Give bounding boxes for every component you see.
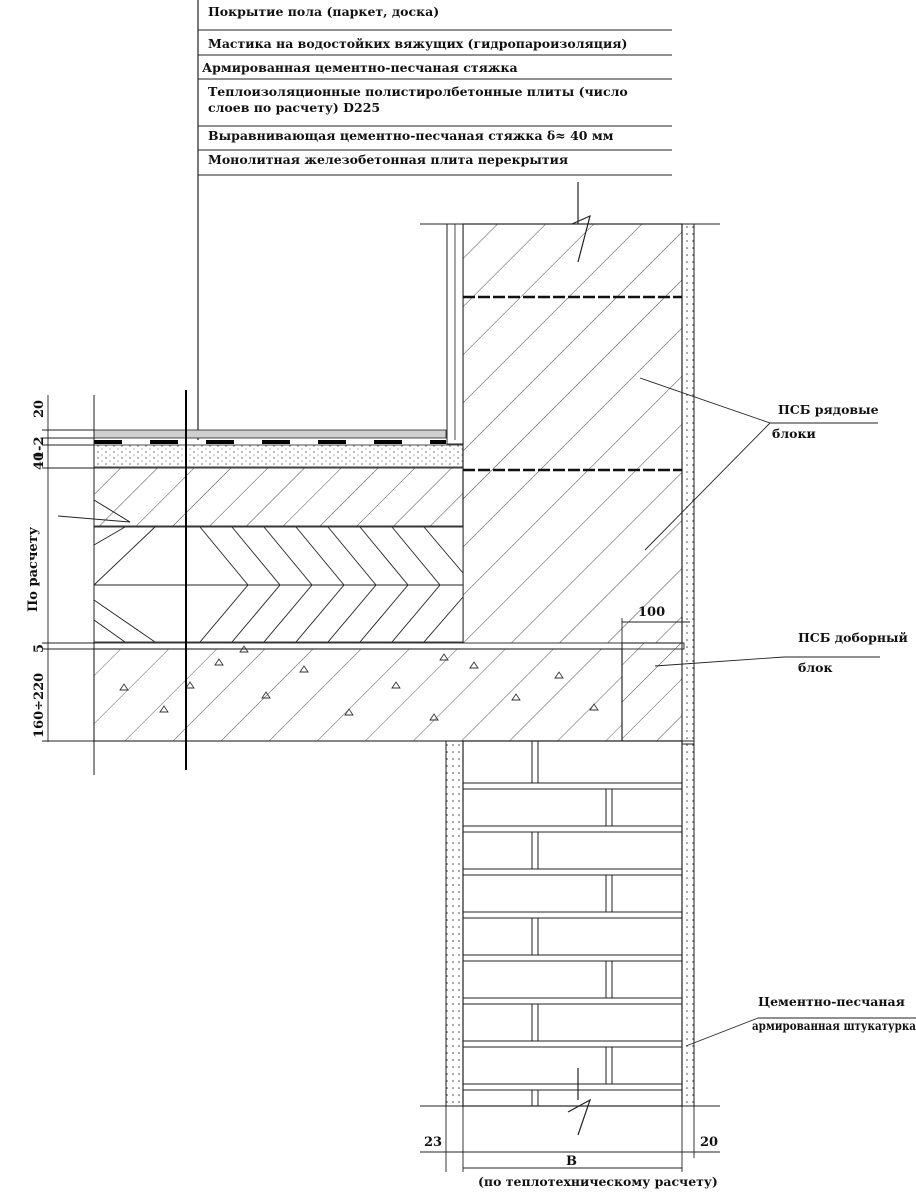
dim-5: 5 [32, 644, 47, 653]
layer-label-2: Мастика на водостойких вяжущих (гидропар… [208, 36, 627, 51]
layer-label-4a: Теплоизоляционные полистиролбетонные пли… [208, 84, 628, 99]
bottom-dimension-chain [420, 1106, 720, 1172]
dim-23: 23 [424, 1135, 442, 1150]
dim-1-2: 1-2 [32, 437, 47, 461]
dim-100: 100 [638, 605, 665, 620]
floor-build-up [57, 390, 685, 775]
concrete-aggregate [119, 645, 599, 721]
insulation-herringbone [93, 526, 464, 643]
callout-psb-row-2: блоки [772, 426, 816, 441]
dim-b-note: (по теплотехническому расчету) [478, 1174, 718, 1189]
callout-plaster-2: армированная штукатурка [752, 1018, 916, 1033]
dim-40: 40 [32, 452, 47, 470]
callout-psb-add-2: блок [798, 660, 833, 675]
dim-b: В [566, 1154, 577, 1169]
lower-wall [420, 740, 720, 1136]
dim-160-220: 160÷220 [32, 673, 47, 738]
left-dimension-chain [42, 395, 94, 742]
layer-label-1: Покрытие пола (паркет, доска) [208, 4, 439, 19]
callout-leaders [639, 377, 916, 1047]
callout-plaster-1: Цементно-песчаная [758, 994, 905, 1009]
layer-label-4b: слоев по расчету) D225 [208, 100, 380, 115]
layer-label-3: Армированная цементно-песчаная стяжка [202, 60, 518, 75]
layer-leaders [197, 0, 672, 440]
dim-by-calc: По расчету [26, 526, 41, 612]
callout-psb-row-1: ПСБ рядовые [778, 402, 879, 417]
layer-label-6: Монолитная железобетонная плита перекрыт… [208, 152, 568, 167]
layer-label-5: Выравнивающая цементно-песчаная стяжка δ… [208, 128, 614, 143]
callout-psb-add-1: ПСБ доборный [798, 630, 908, 645]
dim-100-lines [621, 600, 690, 643]
dim-20-top: 20 [32, 400, 47, 418]
dim-20-right: 20 [700, 1135, 718, 1150]
